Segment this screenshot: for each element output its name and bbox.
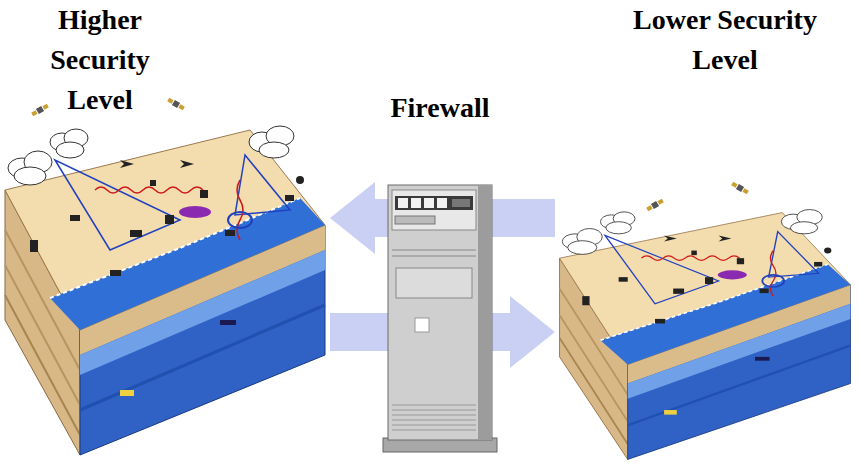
heading-label: Firewall <box>370 88 510 128</box>
firewall-server: Firewall <box>370 88 510 452</box>
terrain-region: Higher Security Level <box>0 120 330 465</box>
terrain-region: Lower Security Level <box>555 205 855 467</box>
heading-label: Lower Security Level <box>630 0 820 80</box>
heading-label: Higher Security Level <box>25 0 175 120</box>
